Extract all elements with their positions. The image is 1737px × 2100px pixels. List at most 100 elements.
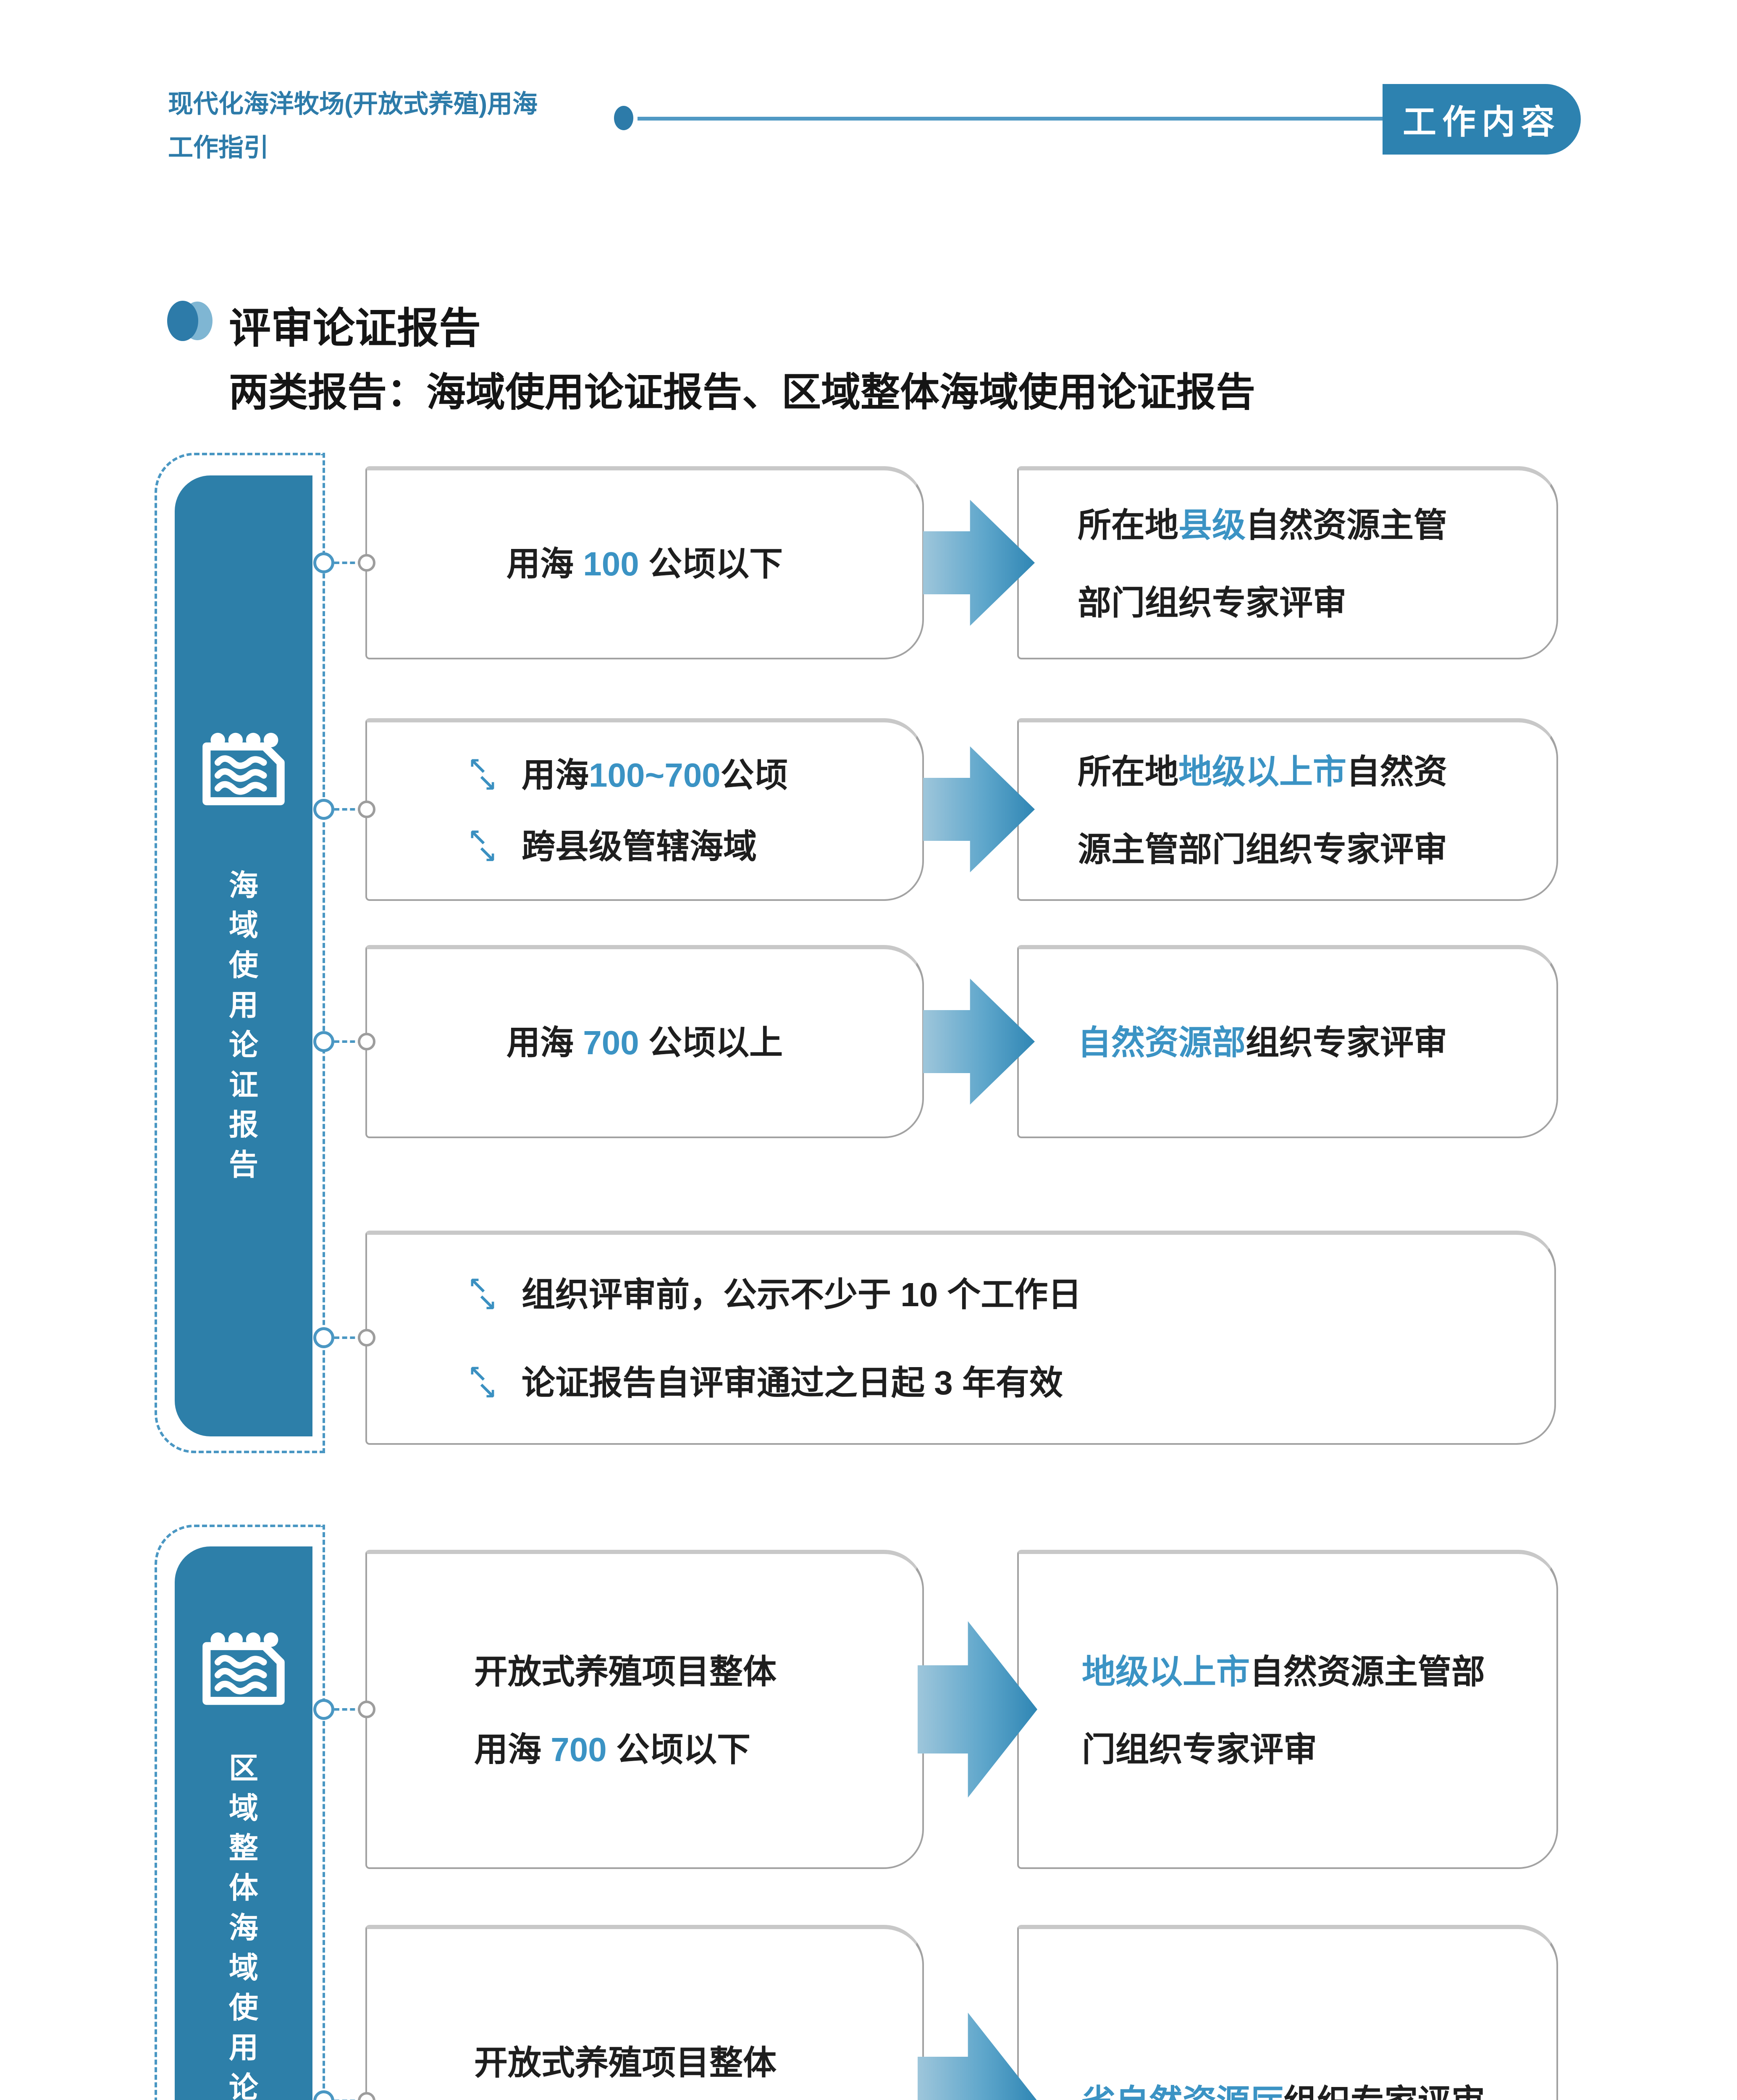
connector-node-box (358, 554, 375, 572)
header-badge: 工作内容 (1383, 84, 1581, 155)
connector-node-spine (313, 1031, 334, 1052)
bullet-line: ↖↘ 组织评审前，公示不少于 10 个工作日 (468, 1273, 1554, 1316)
result-text: 自然资源部组织专家评审 (1078, 1024, 1447, 1061)
category-label-char: 海 (229, 1911, 258, 1944)
header-accent-dot (614, 106, 633, 130)
section-title: 评审论证报告 (229, 305, 481, 352)
notebook-icon (202, 1632, 285, 1705)
connector-dash (334, 562, 363, 564)
text-highlight: 100 (583, 545, 639, 583)
category-label-char: 用 (229, 989, 258, 1021)
bullet-line: ↖↘ 论证报告自评审通过之日起 3 年有效 (468, 1361, 1554, 1404)
result-box: 自然资源部组织专家评审 (1017, 945, 1558, 1138)
condition-text: 用海 700 公顷以上 (506, 1024, 783, 1061)
text-highlight: 地级以上市 (1178, 753, 1346, 790)
category-pill: 海域使用论证报告 (175, 475, 312, 1436)
diagonal-arrows-icon: ↖↘ (468, 1361, 497, 1404)
category-label-char: 海 (229, 869, 258, 902)
result-box: 省自然资源厅组织专家评审 (1017, 1925, 1558, 2100)
bullet-line: ↖↘ 跨县级管辖海域 (468, 824, 922, 868)
condition-text: 开放式养殖项目整体 (474, 2044, 777, 2082)
category-label-char: 论 (229, 2071, 258, 2100)
text-highlight: 700 (551, 1730, 607, 1768)
diagonal-arrows-icon: ↖↘ (468, 824, 497, 868)
category-label-char: 域 (229, 1951, 258, 1984)
connector-node-box (358, 2092, 375, 2100)
result-text: 省自然资源厅组织专家评审 (1082, 2081, 1556, 2100)
document-title-line1: 现代化海洋牧场(开放式养殖)用海 (168, 90, 538, 118)
condition-box: ↖↘ 用海100~700公顷 ↖↘ 跨县级管辖海域 (365, 718, 924, 901)
connector-node-box (358, 1701, 375, 1718)
section-subtitle: 两类报告：海域使用论证报告、区域整体海域使用论证报告 (229, 370, 1256, 414)
condition-box: 开放式养殖项目整体 用海 700 公顷以上 (365, 1925, 924, 2100)
connector-node-spine (313, 552, 334, 573)
connector-dash (334, 1708, 363, 1711)
result-text: 门组织专家评审 (1082, 1730, 1317, 1768)
connector-dash (334, 808, 363, 811)
result-box: 所在地地级以上市自然资 源主管部门组织专家评审 (1017, 718, 1558, 901)
result-box: 所在地县级自然资源主管 部门组织专家评审 (1017, 466, 1558, 659)
diagonal-arrows-icon: ↖↘ (468, 753, 497, 796)
category-label-char: 论 (229, 1029, 258, 1061)
document-title: 现代化海洋牧场(开放式养殖)用海 工作指引 (168, 82, 538, 170)
condition-text: 开放式养殖项目整体 (474, 1653, 777, 1690)
connector-node-box (358, 801, 375, 818)
result-text: 所在地地级以上市自然资 (1078, 753, 1447, 790)
category-label-char: 整 (229, 1832, 258, 1864)
notebook-icon (202, 732, 285, 806)
diagonal-arrows-icon: ↖↘ (468, 1273, 497, 1316)
bullet-line: ↖↘ 用海100~700公顷 (468, 753, 922, 796)
text-highlight: 县级 (1178, 506, 1246, 544)
category-label-char: 告 (229, 1148, 258, 1181)
condition-text: 跨县级管辖海域 (522, 827, 757, 865)
connector-node-box (358, 1329, 375, 1347)
category-label-char: 使 (229, 1991, 258, 2024)
connector-node-spine (313, 799, 334, 820)
dashed-frame (155, 1525, 325, 2100)
condition-text: 用海100~700公顷 (522, 756, 788, 794)
flow-section-sea-area-report: 海域使用论证报告 用海 100 公顷以下 所在地县级自然资源主管 部门组织专家评… (0, 452, 1737, 1460)
flow-section-regional-report: 区域整体海域使用论证报告 开放式养殖项目整体 用海 700 公顷以下 地级以上市… (0, 1525, 1737, 2100)
category-label-char: 证 (229, 1068, 258, 1101)
document-title-line2: 工作指引 (168, 134, 269, 162)
header-accent-line (638, 117, 1383, 121)
result-text: 部门组织专家评审 (1078, 584, 1346, 622)
category-label-char: 用 (229, 2031, 258, 2064)
connector-node-spine (313, 1699, 334, 1720)
condition-box: 开放式养殖项目整体 用海 700 公顷以下 (365, 1550, 924, 1869)
result-text: 源主管部门组织专家评审 (1078, 831, 1447, 868)
category-label-vertical: 海域使用论证报告 (229, 866, 258, 1185)
text-highlight: 地级以上市 (1082, 1653, 1250, 1690)
connector-node-spine (313, 1327, 334, 1348)
condition-box: 用海 700 公顷以上 (365, 945, 924, 1138)
section-bullet-icon (167, 301, 213, 341)
condition-box: 用海 100 公顷以下 (365, 466, 924, 659)
note-text: 组织评审前，公示不少于 10 个工作日 (522, 1276, 1082, 1313)
bullet-circle-dark (167, 301, 198, 341)
note-text: 论证报告自评审通过之日起 3 年有效 (522, 1364, 1063, 1402)
dashed-frame (155, 453, 325, 1453)
category-label-char: 区 (229, 1752, 258, 1785)
text-highlight: 100~700 (589, 756, 721, 794)
connector-node-spine (313, 2090, 334, 2100)
category-label-vertical: 区域整体海域使用论证报告 (229, 1748, 258, 2100)
text-highlight: 700 (583, 1024, 639, 1061)
category-label-char: 域 (229, 909, 258, 942)
category-pill: 区域整体海域使用论证报告 (175, 1546, 312, 2100)
result-box: 地级以上市自然资源主管部 门组织专家评审 (1017, 1550, 1558, 1869)
header-badge-label: 工作内容 (1403, 103, 1561, 141)
category-label-char: 报 (229, 1108, 258, 1141)
text-highlight: 自然资源部 (1078, 1024, 1246, 1061)
result-text: 地级以上市自然资源主管部 (1082, 1653, 1485, 1690)
condition-text: 用海 100 公顷以下 (506, 545, 783, 583)
connector-dash (334, 1336, 363, 1339)
category-label-char: 使 (229, 949, 258, 982)
category-label-char: 域 (229, 1792, 258, 1824)
connector-dash (334, 1040, 363, 1043)
result-text: 所在地县级自然资源主管 (1078, 506, 1447, 544)
note-box: ↖↘ 组织评审前，公示不少于 10 个工作日 ↖↘ 论证报告自评审通过之日起 3… (365, 1231, 1556, 1445)
connector-node-box (358, 1033, 375, 1050)
category-label-char: 体 (229, 1872, 258, 1904)
condition-text: 用海 700 公顷以下 (474, 1730, 750, 1768)
